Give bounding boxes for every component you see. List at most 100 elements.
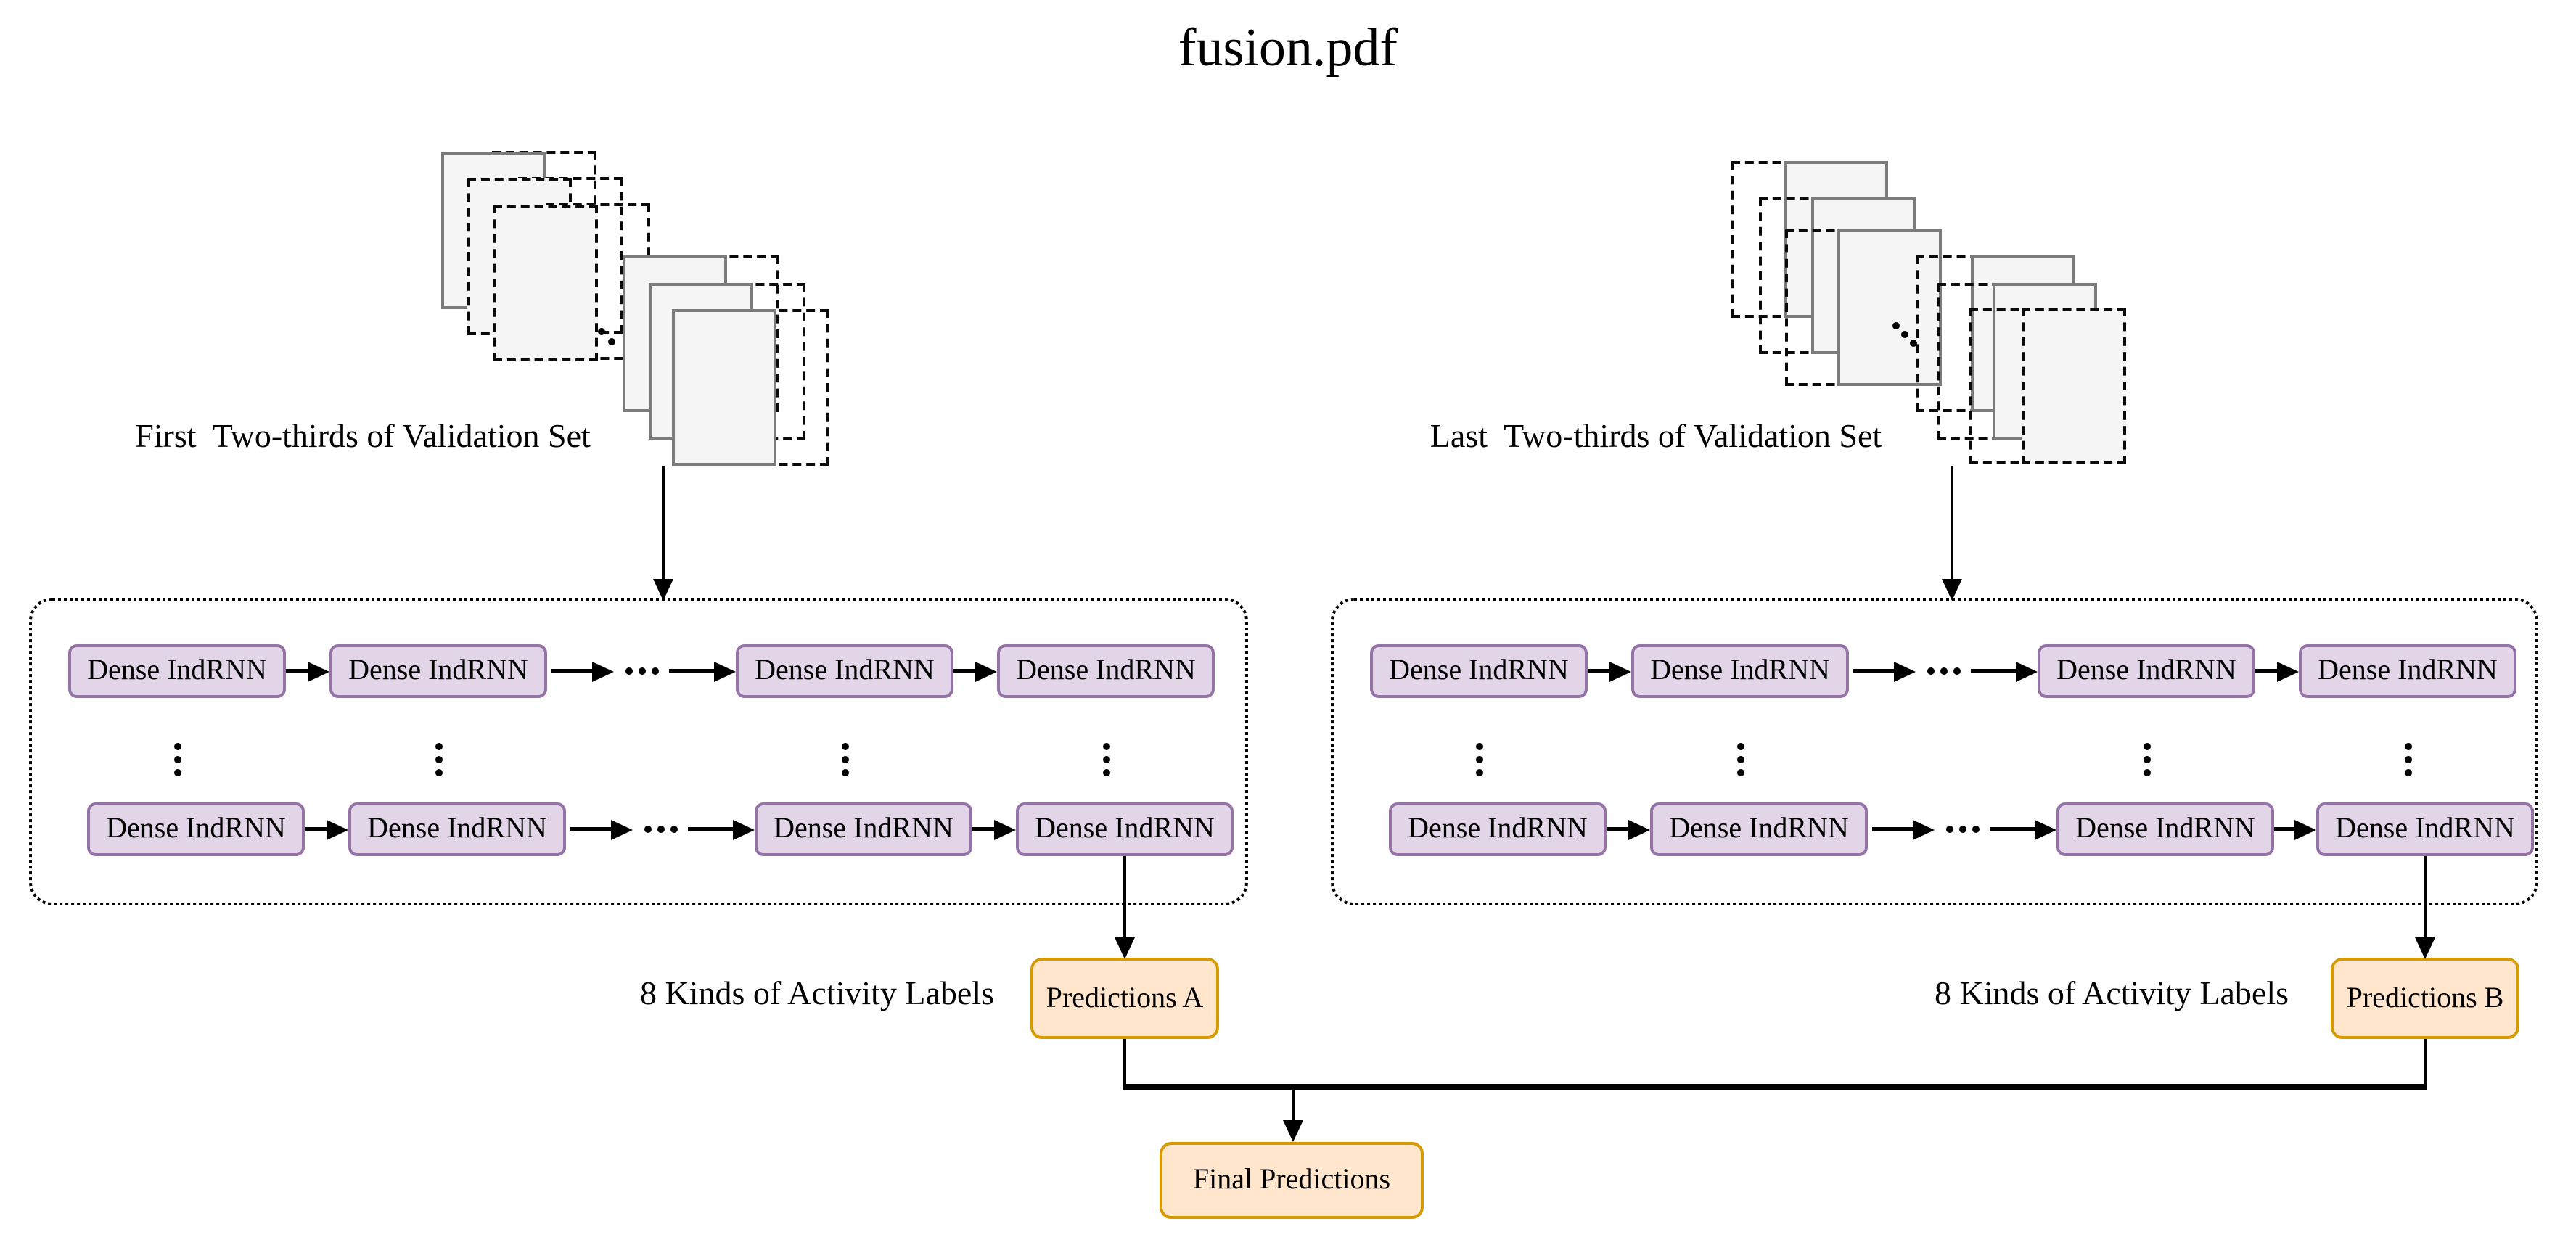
dense-indrnn-node: Dense IndRNN	[1370, 644, 1588, 698]
arrow-line	[1872, 827, 1917, 831]
arrowhead-right-icon	[327, 819, 348, 839]
h-ellipsis-dot	[625, 667, 632, 675]
v-ellipsis-dot	[2143, 743, 2150, 750]
arrowhead-down-icon	[2415, 937, 2435, 959]
figure-title: fusion.pdf	[1178, 19, 1398, 78]
h-ellipsis-dot	[657, 826, 664, 833]
v-ellipsis-dot	[1736, 756, 1744, 763]
arrow-line	[551, 669, 596, 673]
arrowhead-right-icon	[2277, 661, 2299, 681]
activity-labels-caption-left: 8 Kinds of Activity Labels	[639, 975, 995, 1011]
v-ellipsis-dot	[841, 743, 848, 750]
dense-indrnn-node: Dense IndRNN	[736, 644, 953, 698]
arrow-line	[570, 827, 615, 831]
dense-indrnn-node: Dense IndRNN	[1631, 644, 1849, 698]
v-ellipsis-dot	[2404, 743, 2411, 750]
arrowhead-down-icon	[1115, 937, 1135, 959]
dense-indrnn-node: Dense IndRNN	[2056, 802, 2274, 856]
dense-indrnn-node: Dense IndRNN	[1389, 802, 1607, 856]
arrowhead-right-icon	[1913, 819, 1935, 839]
final-predictions-box: Final Predictions	[1160, 1142, 1424, 1219]
dense-indrnn-node: Dense IndRNN	[2038, 644, 2255, 698]
arrowhead-right-icon	[2035, 819, 2056, 839]
indrnn-group-left	[29, 598, 1248, 905]
dense-indrnn-node: Dense IndRNN	[755, 802, 972, 856]
h-ellipsis-dot	[644, 826, 651, 833]
arrow-line	[953, 669, 980, 673]
activity-labels-caption-right: 8 Kinds of Activity Labels	[1934, 975, 2289, 1011]
v-ellipsis-dot	[841, 769, 848, 776]
dense-indrnn-node: Dense IndRNN	[348, 802, 566, 856]
v-ellipsis-dot	[2404, 769, 2411, 776]
arrow-line	[688, 827, 737, 831]
v-ellipsis-dot	[1102, 756, 1109, 763]
arrowhead-right-icon	[611, 819, 633, 839]
h-ellipsis-dot	[1940, 667, 1947, 675]
dense-indrnn-node: Dense IndRNN	[997, 644, 1215, 698]
arrowhead-right-icon	[975, 661, 997, 681]
arrowhead-right-icon	[592, 661, 614, 681]
predictions-a-box: Predictions A	[1030, 958, 1219, 1039]
label-last-two-thirds: Last Two-thirds of Validation Set	[1429, 418, 1882, 454]
merge-line-right	[2423, 1039, 2427, 1088]
arrowhead-right-icon	[308, 661, 329, 681]
merge-drop-line	[1291, 1088, 1295, 1123]
arrow-line	[669, 669, 718, 673]
v-ellipsis-dot	[841, 756, 848, 763]
document-page	[493, 205, 598, 361]
arrowhead-down-icon	[653, 579, 673, 601]
v-ellipsis-dot	[1475, 743, 1482, 750]
arrow-line	[1853, 669, 1898, 673]
arrowhead-down-icon	[1283, 1120, 1303, 1142]
v-ellipsis-dot	[2143, 769, 2150, 776]
stack-ellipsis-dot	[608, 338, 615, 345]
stack-ellipsis-dot	[598, 328, 605, 335]
arrowhead-right-icon	[2294, 819, 2316, 839]
arrow-line	[2255, 669, 2281, 673]
v-ellipsis-dot	[1736, 743, 1744, 750]
arrowhead-right-icon	[1628, 819, 1650, 839]
document-page	[2022, 308, 2126, 464]
h-ellipsis-dot	[1927, 667, 1934, 675]
h-ellipsis-dot	[670, 826, 677, 833]
arrow-line	[2274, 827, 2299, 831]
v-ellipsis-dot	[1736, 769, 1744, 776]
dense-indrnn-node: Dense IndRNN	[1650, 802, 1868, 856]
v-ellipsis-dot	[173, 769, 181, 776]
merge-line-left	[1123, 1039, 1127, 1088]
h-ellipsis-dot	[1958, 826, 1966, 833]
arrowhead-right-icon	[2016, 661, 2038, 681]
arrow-line	[972, 827, 998, 831]
arrow-line	[1950, 466, 1954, 582]
h-ellipsis-dot	[638, 667, 645, 675]
merge-line-horizontal	[1123, 1084, 2427, 1090]
arrowhead-down-icon	[1942, 579, 1962, 601]
arrowhead-right-icon	[1894, 661, 1916, 681]
h-ellipsis-dot	[1945, 826, 1953, 833]
stack-ellipsis-dot	[1892, 322, 1900, 329]
arrowhead-right-icon	[1609, 661, 1631, 681]
arrowhead-right-icon	[994, 819, 1016, 839]
arrow-line	[286, 669, 312, 673]
v-ellipsis-dot	[1475, 756, 1482, 763]
stack-ellipsis-dot	[1910, 340, 1917, 347]
dense-indrnn-node: Dense IndRNN	[68, 644, 286, 698]
dense-indrnn-node: Dense IndRNN	[2299, 644, 2516, 698]
arrow-line	[1123, 856, 1127, 940]
arrowhead-right-icon	[733, 819, 755, 839]
v-ellipsis-dot	[1102, 743, 1109, 750]
v-ellipsis-dot	[2143, 756, 2150, 763]
arrow-line	[2423, 856, 2427, 940]
h-ellipsis-dot	[651, 667, 658, 675]
dense-indrnn-node: Dense IndRNN	[329, 644, 547, 698]
v-ellipsis-dot	[435, 743, 442, 750]
arrow-line	[1971, 669, 2020, 673]
arrowhead-right-icon	[714, 661, 736, 681]
v-ellipsis-dot	[173, 743, 181, 750]
arrow-line	[1990, 827, 2039, 831]
dense-indrnn-node: Dense IndRNN	[2316, 802, 2534, 856]
label-first-two-thirds: First Two-thirds of Validation Set	[135, 418, 591, 454]
v-ellipsis-dot	[435, 769, 442, 776]
arrow-line	[1607, 827, 1633, 831]
